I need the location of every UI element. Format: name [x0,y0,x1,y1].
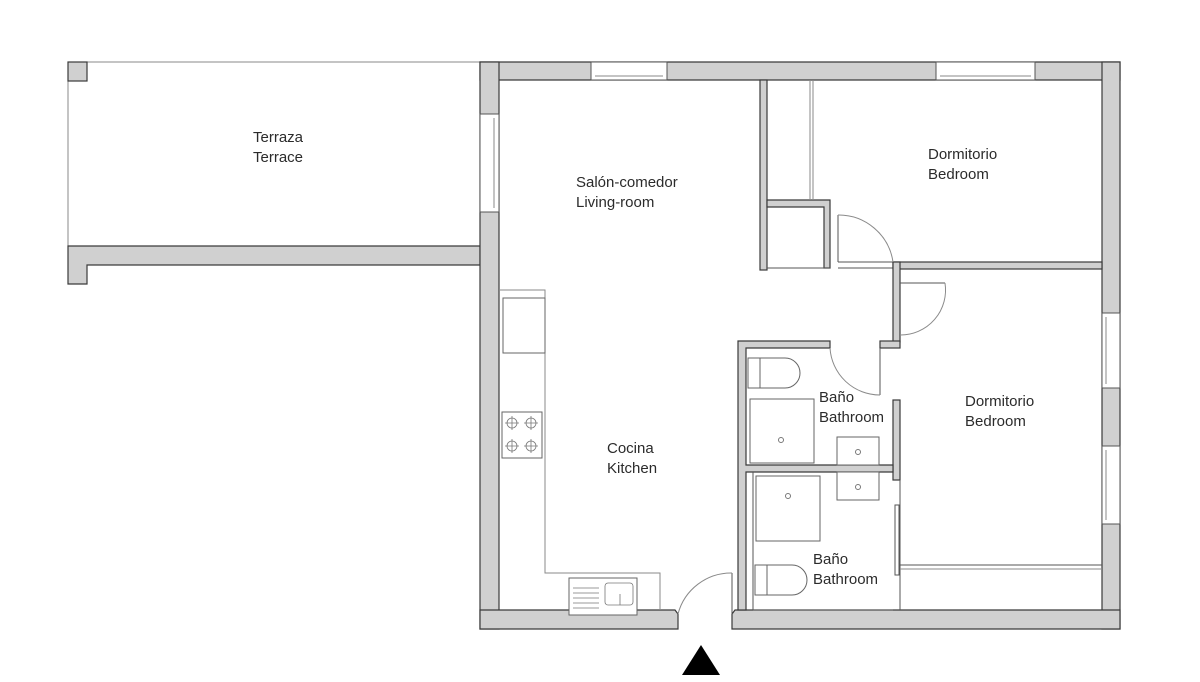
room-name-es: Dormitorio [928,146,998,163]
room-name-es: Cocina [607,440,654,457]
doors [677,214,947,615]
entrance-arrow-icon [682,645,720,675]
room-name-en: Terrace [253,149,304,166]
sink [568,577,638,616]
room-name-en: Kitchen [607,460,658,477]
room-label-bathroom-2: Baño Bathroom [813,550,878,590]
room-name-es: Dormitorio [965,393,1035,410]
room-name-en: Living-room [576,194,655,211]
room-label-bedroom-2: Dormitorio Bedroom [965,392,1034,432]
bathroom-fixtures [747,357,880,596]
room-label-terrace: Terraza Terrace [253,128,303,168]
terrace-area [67,61,481,285]
room-name-es: Baño [819,389,855,406]
room-label-bedroom-1: Dormitorio Bedroom [928,145,997,185]
room-label-kitchen: Cocina Kitchen [607,439,657,479]
room-label-living-room: Salón-comedor Living-room [576,173,678,213]
burner-icons [505,416,538,453]
interior-walls [737,79,1103,611]
room-name-en: Bedroom [965,413,1026,430]
kitchen-fixtures [499,289,661,616]
cooktop [501,411,543,459]
wardrobe [900,564,1102,570]
room-name-en: Bathroom [819,409,885,426]
room-name-es: Baño [813,551,849,568]
room-name-es: Salón-comedor [576,174,678,191]
room-name-en: Bathroom [813,571,879,588]
room-name-es: Terraza [253,129,304,146]
room-label-bathroom-1: Baño Bathroom [819,388,884,428]
room-name-en: Bedroom [928,166,989,183]
windows [479,61,1121,525]
fridge [502,297,546,354]
